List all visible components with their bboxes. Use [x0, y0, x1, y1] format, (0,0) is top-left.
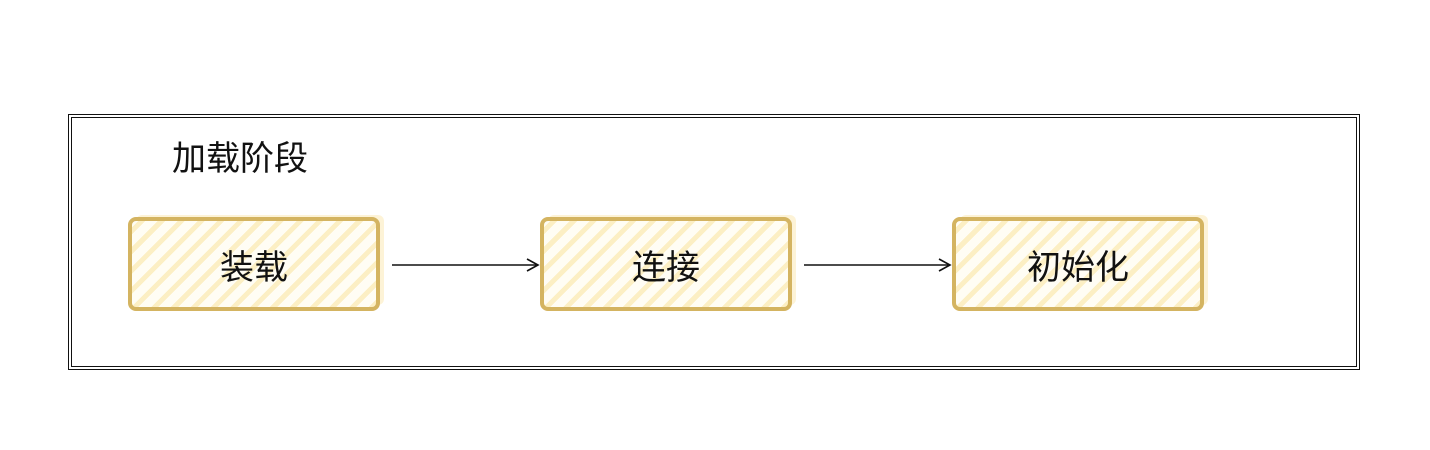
step-node-load: 装载	[128, 217, 380, 311]
step-label-link: 连接	[632, 247, 700, 288]
step-label-init: 初始化	[1027, 247, 1129, 288]
step-label-load: 装载	[220, 247, 288, 288]
group-title: 加载阶段	[172, 139, 308, 179]
step-node-link: 连接	[540, 217, 792, 311]
step-node-init: 初始化	[952, 217, 1204, 311]
